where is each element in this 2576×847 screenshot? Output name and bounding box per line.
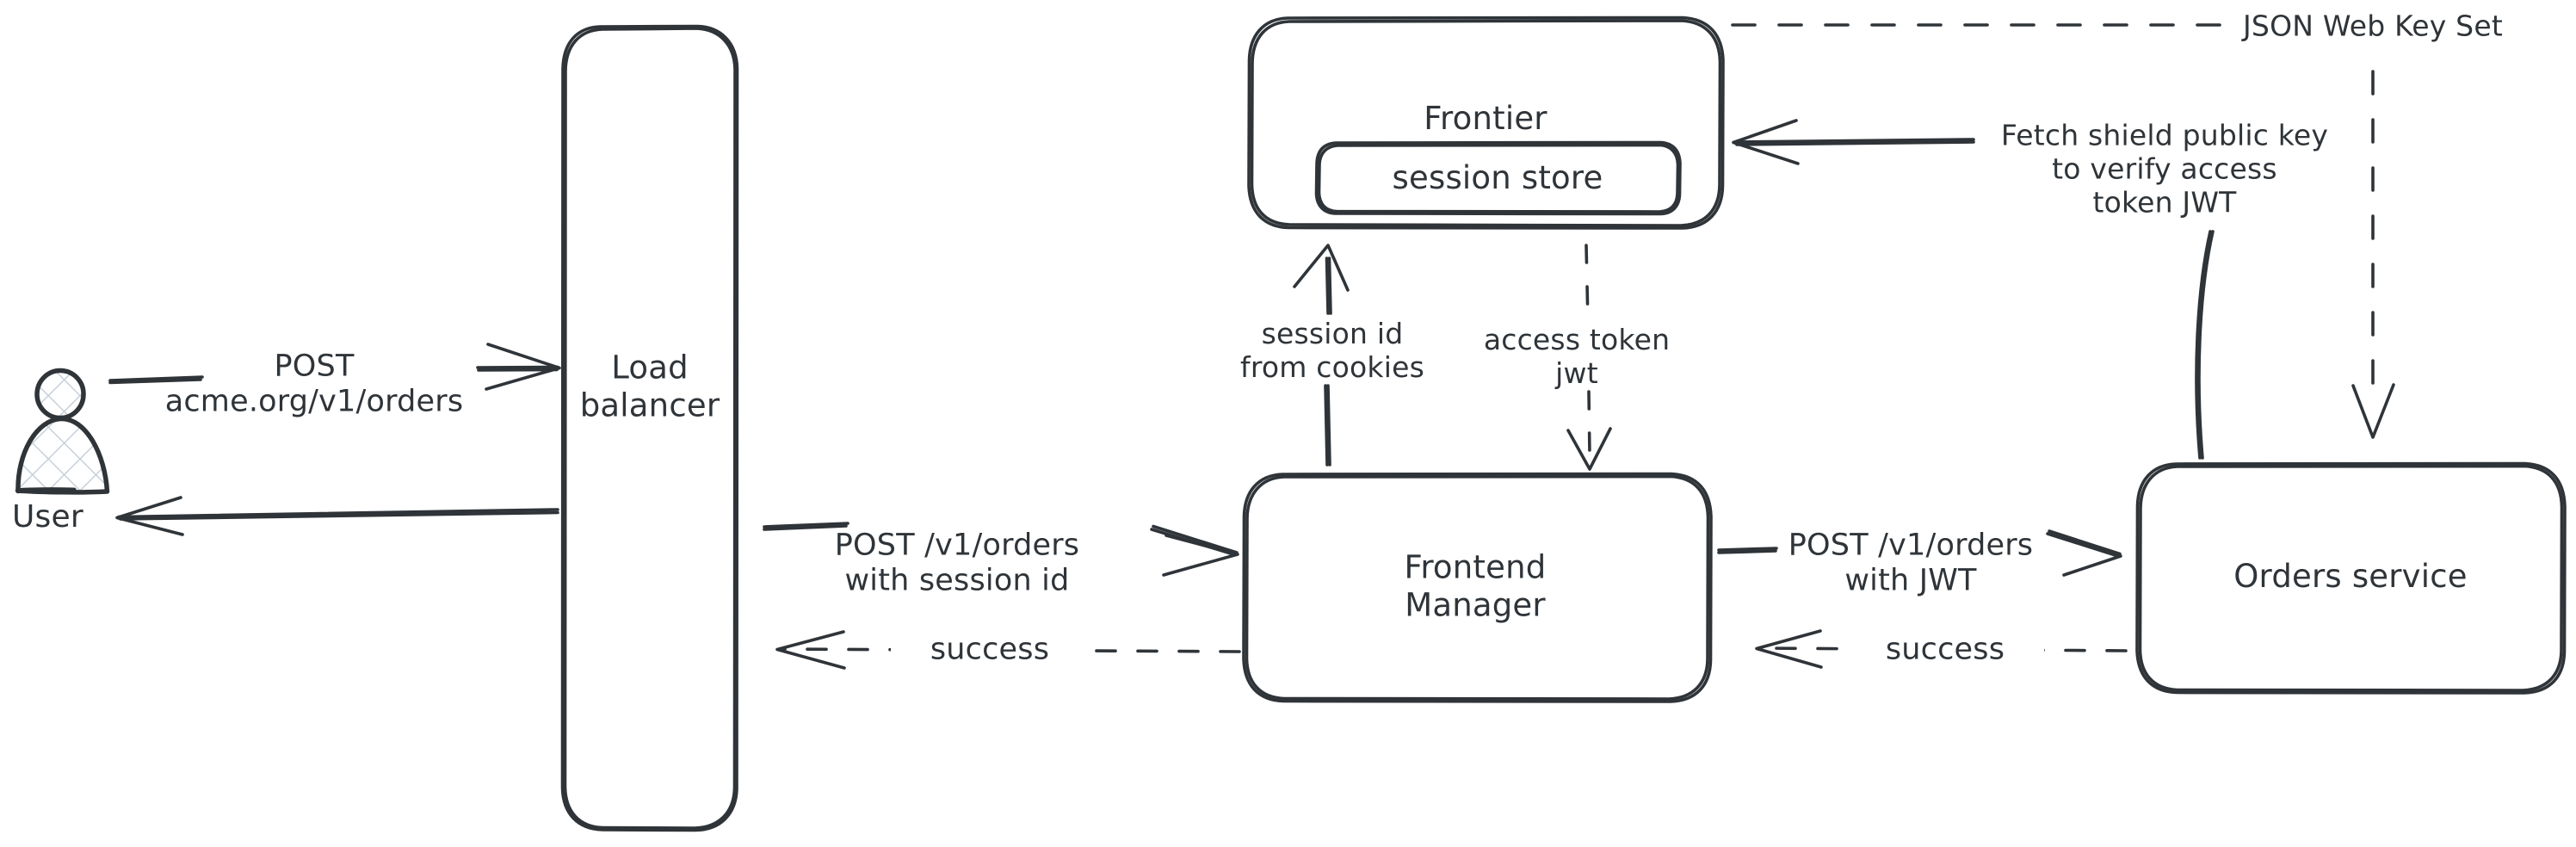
edge-user-to-loadbalancer bbox=[108, 343, 561, 391]
user-actor-icon bbox=[15, 368, 110, 495]
edge-label-access-token-line1: access token bbox=[1483, 323, 1671, 357]
edge-label-frontendmanager-to-loadbalancer: success bbox=[891, 632, 1089, 668]
user-actor-label: User bbox=[12, 499, 83, 535]
edge-label-access-token-line2: jwt bbox=[1555, 356, 1598, 390]
edge-label-session-id-line1: session id bbox=[1261, 317, 1404, 351]
edge-label-loadbalancer-to-frontendmanager-line1: POST /v1/orders bbox=[834, 528, 1080, 563]
edge-label-fetch-shield-line3: token JWT bbox=[2092, 185, 2237, 219]
load-balancer-shape bbox=[560, 24, 739, 832]
edge-loadbalancer-to-user bbox=[115, 496, 559, 536]
edge-ordersservice-to-frontier bbox=[1732, 119, 2215, 460]
session-store-shape bbox=[1314, 140, 1682, 216]
edge-loadbalancer-to-frontendmanager bbox=[763, 522, 1239, 577]
frontend-manager-shape bbox=[1242, 472, 1713, 703]
edge-frontendmanager-to-ordersservice bbox=[1717, 529, 2122, 577]
edge-frontendmanager-to-loadbalancer-head bbox=[775, 630, 846, 670]
edge-frontendmanager-to-frontier bbox=[1293, 244, 1350, 467]
frontend-manager-label-line2: Manager bbox=[1405, 586, 1546, 623]
orders-service-shape bbox=[2135, 461, 2567, 695]
edge-label-session-id-line2: from cookies bbox=[1240, 350, 1424, 384]
edge-label-frontendmanager-to-ordersservice-line2: with JWT bbox=[1844, 564, 1977, 598]
edge-label-frontier-jwks: JSON Web Key Set bbox=[2243, 9, 2503, 43]
session-store-label: session store bbox=[1392, 159, 1603, 197]
load-balancer-label-line1: Load bbox=[611, 349, 689, 386]
edge-label-loadbalancer-to-frontendmanager-line2: with session id bbox=[844, 564, 1070, 598]
load-balancer-label-line2: balancer bbox=[579, 386, 720, 424]
edge-frontendmanager-to-loadbalancer bbox=[778, 647, 1241, 653]
frontier-shape bbox=[1247, 15, 1725, 230]
edge-label-fetch-shield-line2: to verify access bbox=[2052, 151, 2277, 186]
frontend-manager-label-line1: Frontend bbox=[1404, 548, 1547, 586]
frontier-label: Frontier bbox=[1424, 100, 1547, 138]
edge-label-ordersservice-to-frontendmanager: success bbox=[1846, 632, 2044, 668]
edge-label-fetch-shield-line1: Fetch shield public key bbox=[2000, 118, 2329, 152]
edge-frontier-to-frontendmanager-head bbox=[1566, 427, 1612, 471]
edge-label-frontendmanager-to-ordersservice-line1: POST /v1/orders bbox=[1788, 528, 2034, 563]
edge-frontier-to-frontendmanager bbox=[1585, 244, 1591, 456]
orders-service-label: Orders service bbox=[2233, 558, 2468, 596]
edge-label-user-to-loadbalancer-line1: POST bbox=[274, 349, 355, 384]
edge-frontier-jwks-head bbox=[2351, 383, 2395, 439]
edge-label-user-to-loadbalancer-line2: acme.org/v1/orders bbox=[164, 385, 464, 419]
edge-ordersservice-to-frontendmanager-head bbox=[1755, 629, 1823, 669]
